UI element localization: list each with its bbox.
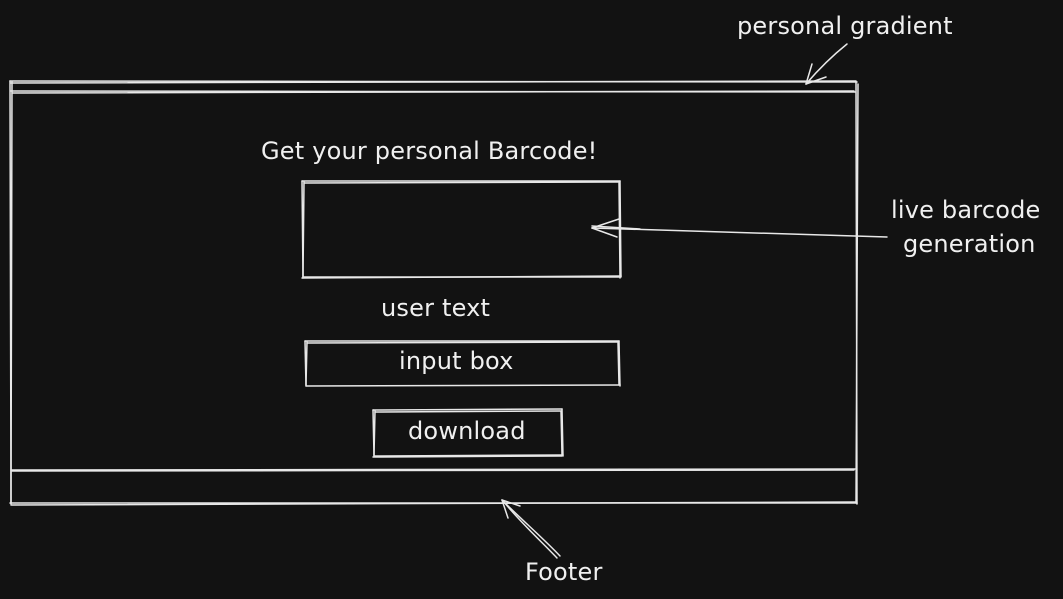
input-box-outline (304, 340, 621, 387)
user-text-input[interactable] (306, 341, 620, 387)
user-text-label: user text (381, 294, 491, 322)
footer-annotation-arrow (501, 499, 561, 559)
download-button[interactable] (373, 409, 563, 457)
download-button-label: download (408, 417, 526, 445)
barcode-annotation-label-line1: live barcode (891, 196, 1041, 224)
barcode-annotation-arrow (591, 218, 888, 238)
footer-divider (10, 468, 856, 472)
barcode-annotation-label-line2: generation (903, 230, 1036, 258)
footer-annotation-label: Footer (525, 558, 603, 586)
gradient-strip (10, 90, 856, 94)
input-box-placeholder: input box (399, 347, 514, 375)
download-button-outline (372, 408, 564, 458)
page-frame (9, 80, 859, 506)
gradient-annotation-arrow (805, 43, 848, 85)
gradient-annotation-label: personal gradient (737, 12, 953, 40)
page-heading: Get your personal Barcode! (261, 137, 598, 165)
barcode-preview-box (301, 180, 622, 279)
